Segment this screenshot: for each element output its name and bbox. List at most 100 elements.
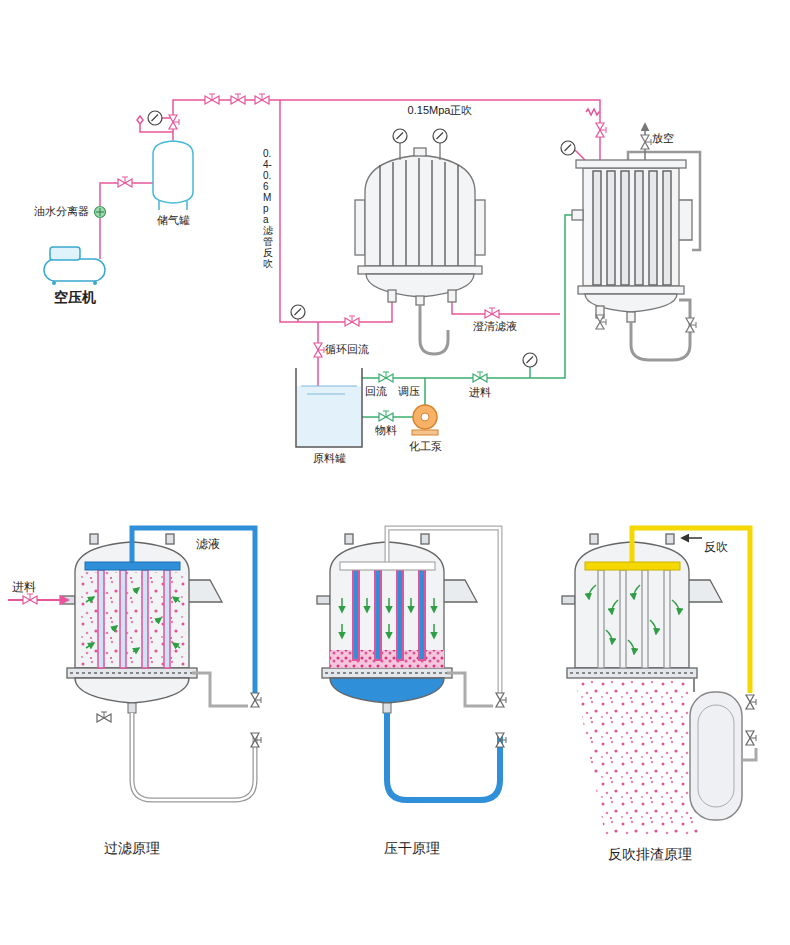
figure-caption: 反吹排渣原理 <box>608 846 692 863</box>
vessel-body <box>583 168 679 286</box>
pipe-label: 滤液 <box>196 537 220 551</box>
gauge-stem <box>400 143 440 160</box>
vessel-bottom <box>366 274 474 297</box>
vessel-nozzle <box>572 210 583 220</box>
flow-arrows <box>589 585 679 654</box>
filter-tube <box>142 570 148 668</box>
valve-symbol <box>255 94 269 104</box>
flow-arrow <box>606 630 612 644</box>
flow-arrow <box>433 598 435 612</box>
vessel-nozzle <box>383 703 391 713</box>
pump-hub <box>421 413 429 421</box>
side-pipe <box>447 673 493 706</box>
liquid-line <box>301 386 357 394</box>
vessel-flange <box>576 160 686 168</box>
vessel-nozzle <box>128 703 136 713</box>
valve-symbol <box>596 315 606 329</box>
node-label: 原料罐 <box>313 452 346 465</box>
door-hinge <box>693 678 695 692</box>
side-pipe <box>192 673 248 706</box>
pressure-gauge <box>523 353 537 367</box>
separator-symbol <box>95 207 106 218</box>
feed-tank: 原料罐 <box>295 368 363 448</box>
discharge-door <box>690 692 742 820</box>
vessel-flange <box>578 286 684 294</box>
separator-symbol <box>96 208 104 216</box>
valve-symbol <box>641 135 651 149</box>
filter-tube <box>607 171 615 285</box>
flow-arrow <box>134 588 139 592</box>
safety-valve <box>586 109 600 115</box>
air-tank: 储气罐 <box>150 140 196 210</box>
flow-arrow <box>341 624 343 638</box>
vessel-nozzle <box>416 296 424 305</box>
figure-caption: 压干原理 <box>384 840 440 857</box>
pump-body <box>413 405 437 429</box>
pipe-label: 进料 <box>469 386 491 399</box>
vessel-nozzle <box>627 312 635 322</box>
pipe-label: 物料 <box>375 424 397 437</box>
air-compressor: 空压机 <box>42 245 107 285</box>
compressor-motor <box>50 247 80 260</box>
node-shape <box>150 140 196 210</box>
tank-liquid <box>297 386 361 446</box>
flow-arrow <box>366 598 368 612</box>
filter-tube <box>664 570 670 668</box>
filter-tube <box>397 570 403 660</box>
vessel-bottom <box>330 678 444 703</box>
filter-tube <box>164 570 170 668</box>
valve-symbol <box>231 94 245 104</box>
vessel-bracket <box>475 200 485 255</box>
flow-arrow <box>612 600 618 614</box>
flow-arrow <box>388 624 390 638</box>
flow-arrow <box>173 597 180 602</box>
vessel-bracket <box>679 200 692 240</box>
pressure-gauge <box>393 129 407 143</box>
filtrate-pipe <box>387 713 500 800</box>
vessel-body <box>317 534 477 678</box>
flow-arrow <box>86 643 94 648</box>
valve-symbol <box>251 733 261 747</box>
vessel-body <box>365 155 475 266</box>
flow-arrow <box>133 648 139 652</box>
pipe-label: 循环回流 <box>325 343 369 356</box>
node-label: 油水分离器 <box>34 205 89 218</box>
pressure-gauge <box>561 141 575 155</box>
valve-symbol <box>596 123 606 137</box>
vessel-nozzle <box>414 148 426 156</box>
node-label: 储气罐 <box>157 214 190 227</box>
filter-tube <box>593 171 601 285</box>
flow-arrow <box>650 620 656 634</box>
header-plate <box>340 562 435 570</box>
flow-arrow <box>672 600 679 614</box>
filter-tube <box>621 171 629 285</box>
tank-wall <box>296 368 362 447</box>
header-plate <box>585 562 680 570</box>
flow-arrow <box>628 640 634 654</box>
filtrate-pipe <box>452 302 560 314</box>
valve-symbol <box>23 594 37 604</box>
flow-arrow <box>589 585 596 599</box>
valve-symbol <box>205 94 219 104</box>
feed-pipe <box>8 599 68 601</box>
compressor-tank <box>44 259 105 281</box>
air-pipe <box>173 100 600 160</box>
filtering-vessel <box>8 528 255 800</box>
chemical-pump: 化工泵 <box>408 402 442 436</box>
vessel-body <box>562 534 722 678</box>
pipe-label: 澄清滤液 <box>473 320 517 333</box>
drain-pipe <box>420 305 448 354</box>
pressure-gauge <box>433 129 447 143</box>
filter-tube <box>598 570 604 668</box>
filter-tube <box>375 570 381 660</box>
vessel-body <box>62 534 222 678</box>
valve-symbol <box>746 695 756 709</box>
filtrate-pipe <box>132 528 255 693</box>
air-pipe <box>387 528 500 693</box>
filter-tube <box>663 171 671 285</box>
valve-symbol <box>496 733 506 747</box>
air-pipes <box>137 100 600 405</box>
filter-vessel <box>572 124 700 360</box>
